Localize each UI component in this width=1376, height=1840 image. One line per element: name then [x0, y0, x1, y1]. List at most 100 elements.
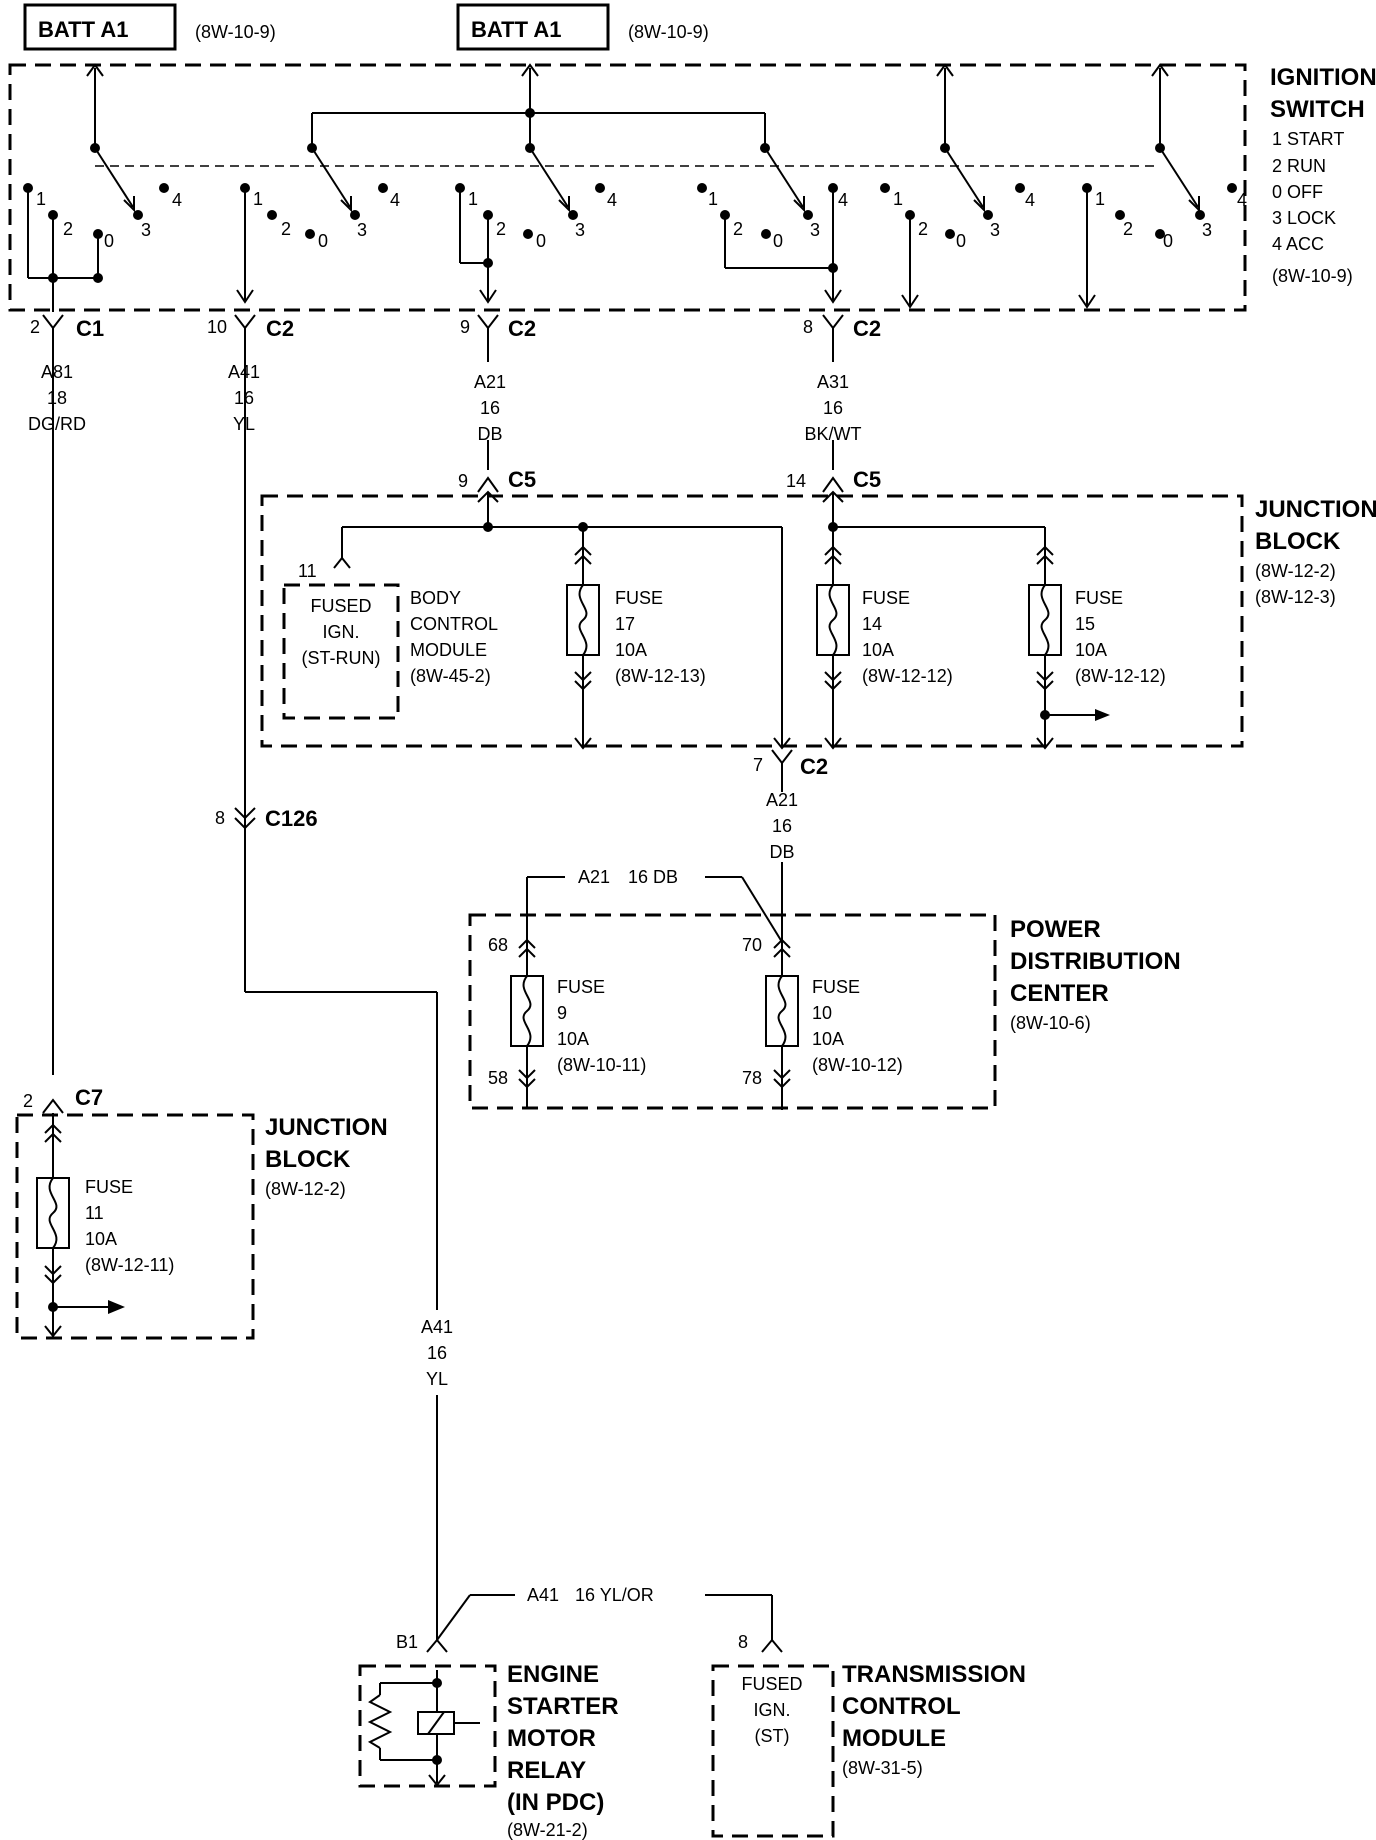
svg-text:0: 0: [1163, 231, 1173, 251]
fuse-ref: (8W-12-12): [862, 666, 953, 686]
connector-pin: 14: [786, 471, 806, 491]
fuse-rating: 10A: [862, 640, 894, 660]
svg-text:1: 1: [708, 189, 718, 209]
transmission-control-module: 8 FUSED IGN. (ST) TRANSMISSION CONTROL M…: [711, 1632, 1026, 1838]
connector-pin: 8: [215, 808, 225, 828]
tcm-box-line-3: (ST): [755, 1726, 790, 1746]
svg-text:1: 1: [1095, 189, 1105, 209]
fuse-number: 9: [557, 1003, 567, 1023]
svg-text:3: 3: [990, 220, 1000, 240]
connector-c2-9: 9 C2 A21 16 DB: [460, 314, 536, 470]
fuse-rating: 10A: [615, 640, 647, 660]
bcm-box-line-3: (ST-RUN): [302, 648, 381, 668]
connector-pin: 9: [460, 317, 470, 337]
fuse-ref: (8W-12-13): [615, 666, 706, 686]
junction-block-top: 11 FUSED IGN. (ST-RUN) BODY CONTROL MODU…: [260, 490, 1376, 750]
a41-branch-spec: 16 YL/OR: [575, 1585, 654, 1605]
wire-circuit: A41: [228, 362, 260, 382]
connector-name: C7: [75, 1085, 103, 1110]
a41-branch: A41 16 YL/OR: [436, 1585, 773, 1641]
svg-text:1: 1: [893, 189, 903, 209]
wire-gauge: 16: [823, 398, 843, 418]
svg-text:1: 1: [253, 189, 263, 209]
svg-text:4: 4: [607, 190, 617, 210]
connector-c2-8: 8 C2 A31 16 BK/WT: [803, 314, 881, 470]
svg-text:0: 0: [318, 231, 328, 251]
wire-color: YL: [233, 414, 255, 434]
wire-circuit: A41: [421, 1317, 453, 1337]
fuse-pin-in: 68: [488, 935, 508, 955]
wire-color: DB: [769, 842, 794, 862]
fuse-pin-out: 58: [488, 1068, 508, 1088]
connector-c126: 8 C126: [215, 806, 318, 831]
svg-text:0: 0: [773, 231, 783, 251]
fuse-number: 10: [812, 1003, 832, 1023]
relay-title-3: MOTOR: [507, 1725, 596, 1752]
connector-pin: 2: [30, 317, 40, 337]
fuse-9: 68 58 FUSE 9 10A (8W-10-11): [488, 930, 646, 1108]
ignition-switch-ref: (8W-10-9): [1272, 266, 1353, 286]
connector-c2-10: 10 C2 A41 16 YL: [207, 314, 294, 825]
connector-name: C1: [76, 316, 104, 341]
fuse-ref: (8W-10-12): [812, 1055, 903, 1075]
fuse-rating: 10A: [1075, 640, 1107, 660]
svg-text:2: 2: [63, 219, 73, 239]
jb-left-title-1: JUNCTION: [265, 1114, 388, 1141]
svg-text:0: 0: [104, 231, 114, 251]
relay-title-4: RELAY: [507, 1757, 586, 1784]
switch-position-4: 3 LOCK: [1272, 208, 1336, 228]
svg-text:4: 4: [838, 190, 848, 210]
fuse-label: FUSE: [1075, 588, 1123, 608]
batt-left-ref: (8W-10-9): [195, 22, 276, 42]
svg-text:4: 4: [390, 190, 400, 210]
connector-c1: 2 C1 A81 18 DG/RD: [28, 314, 104, 1075]
svg-text:0: 0: [536, 231, 546, 251]
connector-name: C2: [853, 316, 881, 341]
bcm-label-2: CONTROL: [410, 614, 498, 634]
wire-gauge: 18: [47, 388, 67, 408]
fuse-label: FUSE: [862, 588, 910, 608]
connector-name: C126: [265, 806, 318, 831]
switch-position-2: 2 RUN: [1272, 156, 1326, 176]
fuse-rating: 10A: [85, 1229, 117, 1249]
connector-pin: 7: [753, 755, 763, 775]
fuse-15: FUSE 15 10A (8W-12-12): [1028, 527, 1166, 750]
svg-text:2: 2: [733, 219, 743, 239]
connector-name: C5: [508, 467, 536, 492]
wire-circuit: A81: [41, 362, 73, 382]
pdc-feed-circuit: A21: [578, 867, 610, 887]
tcm-ref: (8W-31-5): [842, 1758, 923, 1778]
svg-text:2: 2: [496, 219, 506, 239]
batt-right-label: BATT A1: [471, 17, 561, 42]
tcm-title-3: MODULE: [842, 1725, 946, 1752]
ignition-switch-title-2: SWITCH: [1270, 96, 1365, 123]
fuse-label: FUSE: [85, 1177, 133, 1197]
wire-circuit: A31: [817, 372, 849, 392]
bcm-label-3: MODULE: [410, 640, 487, 660]
svg-text:3: 3: [141, 220, 151, 240]
connector-c7: 2 C7: [23, 1085, 103, 1114]
relay-title-2: STARTER: [507, 1693, 619, 1720]
a41-route: A41 16 YL: [244, 825, 453, 1640]
pdc-title-1: POWER: [1010, 916, 1101, 943]
switch-position-3: 0 OFF: [1272, 182, 1323, 202]
connector-name: C5: [853, 467, 881, 492]
connector-pin: 8: [803, 317, 813, 337]
svg-text:0: 0: [956, 231, 966, 251]
fuse-rating: 10A: [557, 1029, 589, 1049]
svg-text:3: 3: [357, 220, 367, 240]
fuse-14: FUSE 14 10A (8W-12-12): [816, 527, 953, 750]
batt-right: BATT A1 (8W-10-9): [456, 3, 709, 51]
fuse-ref: (8W-12-11): [85, 1255, 174, 1275]
svg-text:1: 1: [36, 189, 46, 209]
pdc-ref: (8W-10-6): [1010, 1013, 1091, 1033]
tcm-title-1: TRANSMISSION: [842, 1661, 1026, 1688]
svg-text:2: 2: [1123, 219, 1133, 239]
svg-text:2: 2: [918, 219, 928, 239]
jb-top-ref-2: (8W-12-3): [1255, 587, 1336, 607]
fuse-number: 17: [615, 614, 635, 634]
jb-top-ref-1: (8W-12-2): [1255, 561, 1336, 581]
fuse-label: FUSE: [557, 977, 605, 997]
bcm-pin: 11: [298, 561, 317, 581]
wire-gauge: 16: [772, 816, 792, 836]
